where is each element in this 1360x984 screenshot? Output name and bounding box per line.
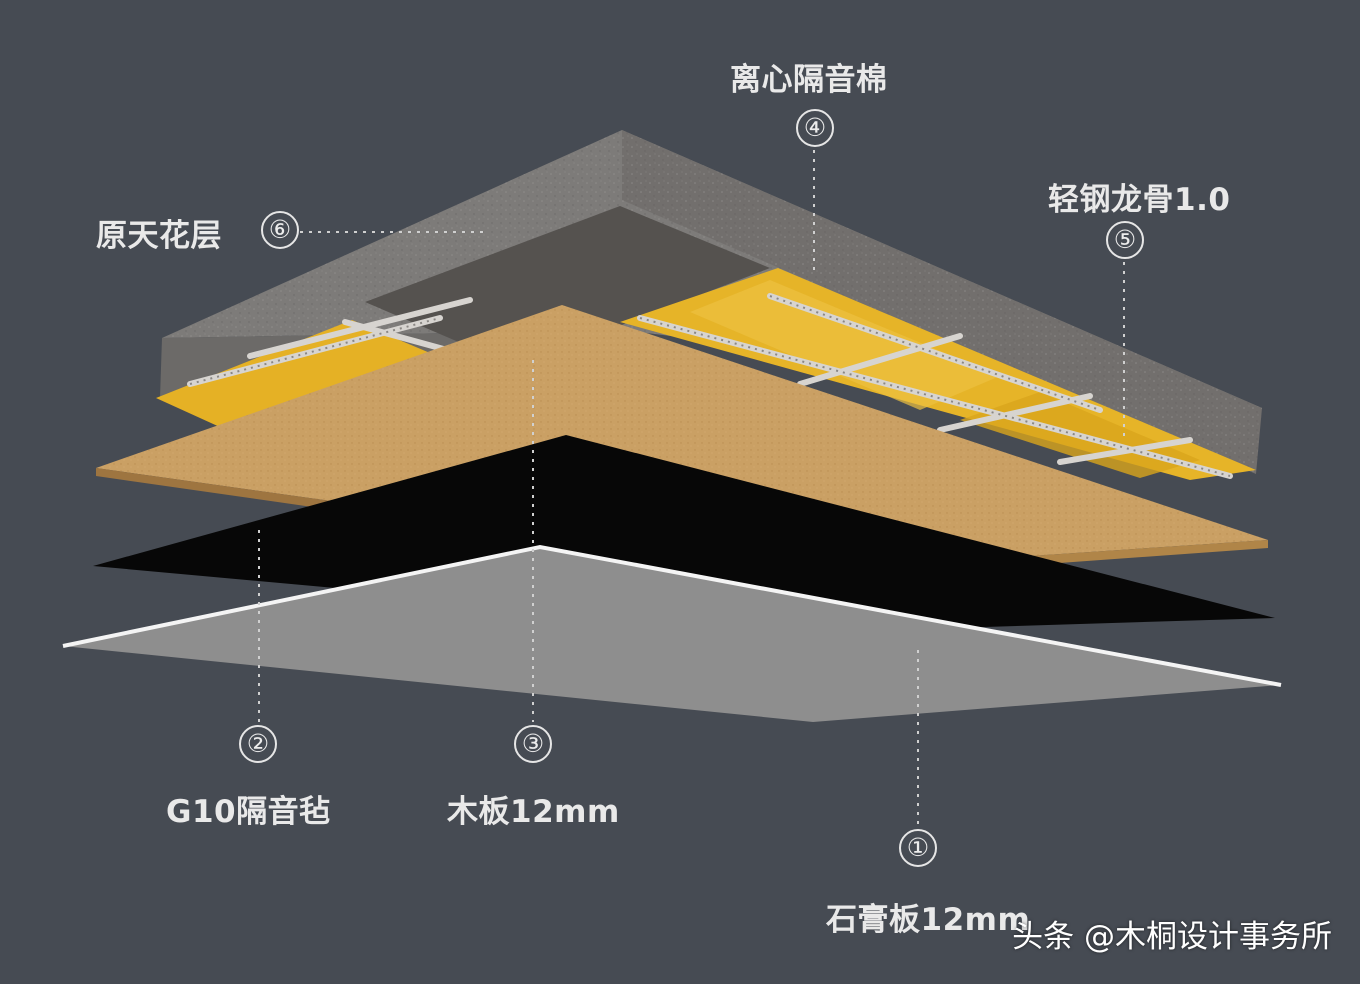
slab-underside xyxy=(365,206,770,366)
number-badge-6: ⑥ xyxy=(261,211,299,249)
watermark: 头条 @木桐设计事务所 xyxy=(1012,919,1332,955)
keel-dots xyxy=(189,295,1231,477)
label-light-steel-keel: 轻钢龙骨1.0 xyxy=(1048,182,1231,218)
number-badge-2: ② xyxy=(239,725,277,763)
number-badge-3: ③ xyxy=(514,725,552,763)
number-badge-4: ④ xyxy=(796,109,834,147)
label-g10-felt: G10隔音毡 xyxy=(166,794,331,830)
label-centrifugal-insulation: 离心隔音棉 xyxy=(730,62,888,98)
leader-lines xyxy=(258,150,1125,826)
label-original-ceiling: 原天花层 xyxy=(96,218,222,254)
number-badge-5: ⑤ xyxy=(1106,221,1144,259)
label-wood-board: 木板12mm xyxy=(447,794,620,830)
label-gypsum-board: 石膏板12mm xyxy=(826,902,1031,938)
number-badge-1: ① xyxy=(899,829,937,867)
gypsum-board xyxy=(62,544,1282,722)
